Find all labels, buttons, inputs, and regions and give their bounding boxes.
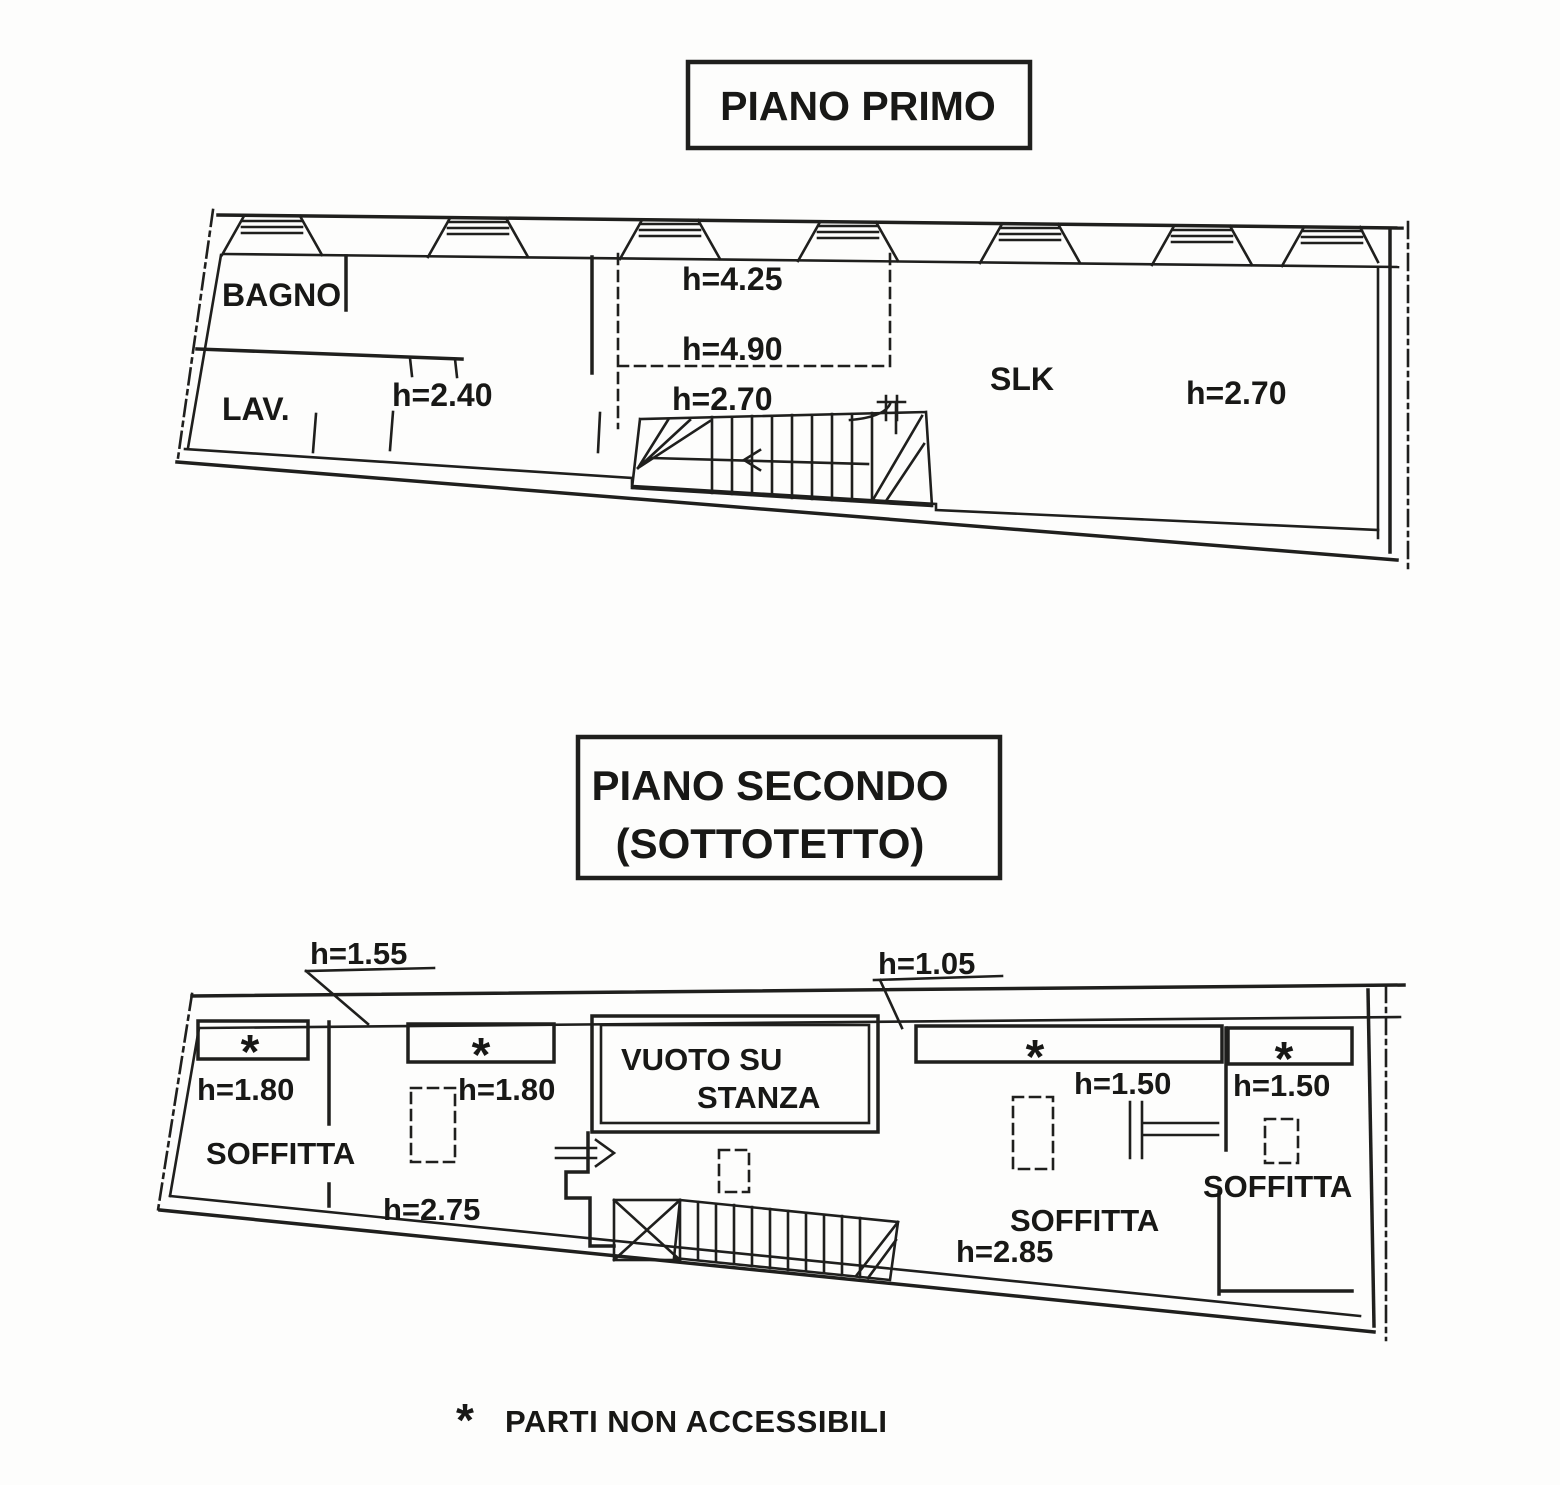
stair-treads [696, 1200, 862, 1279]
height-label: h=1.50 [1233, 1068, 1330, 1103]
floor1-bottom-wall-inner [183, 447, 1380, 532]
non-accessible-star: * [1275, 1033, 1294, 1086]
room-label-slk: SLK [990, 361, 1054, 397]
floor1-title-border [685, 59, 1033, 151]
stair-walkline [650, 456, 870, 466]
steel-beam-symbol [1128, 1100, 1220, 1160]
floor1-top-wall-outer [216, 213, 1404, 230]
window-bay [1150, 224, 1254, 267]
floor1-title-box: PIANO PRIMO [685, 59, 1033, 151]
stair-landing-cross [612, 1198, 682, 1262]
stair-step-wall [564, 1131, 616, 1248]
height-label: h=2.85 [956, 1234, 1053, 1269]
room-label-vuoto-line1: VUOTO SU [621, 1042, 782, 1077]
bagno-lav-separator-wall [195, 347, 464, 361]
legend: * PARTI NON ACCESSIBILI [456, 1394, 887, 1446]
stair-turn-winders [872, 414, 926, 503]
floor1-staircase [630, 394, 934, 508]
stair-outline [630, 410, 934, 508]
non-accessible-niche [1226, 1026, 1354, 1066]
room-label-soffitta: SOFFITTA [1010, 1203, 1159, 1238]
floor2-staircase [612, 1198, 900, 1282]
room-label-bagno: BAGNO [222, 277, 341, 313]
floor2-title-border [575, 734, 1003, 881]
floor1-bottom-wall-outer [175, 460, 1399, 562]
stair-turn-winders [854, 1220, 900, 1280]
floor2-top-wall-inner [199, 1015, 1402, 1030]
legend-text: PARTI NON ACCESSIBILI [505, 1404, 888, 1439]
floor2-title-line1: PIANO SECONDO [591, 762, 948, 809]
height-label: h=1.80 [197, 1072, 294, 1107]
height-label: h=1.80 [458, 1072, 555, 1107]
dashed-flue [717, 1148, 751, 1194]
height-label: h=2.75 [383, 1192, 480, 1227]
stair-treads [710, 411, 874, 504]
stair-outline [672, 1198, 900, 1282]
height-label: h=4.25 [682, 261, 783, 297]
door-jambs [408, 356, 459, 379]
floor2-bottom-wall-inner [168, 1194, 1362, 1318]
floor2-left-wall [168, 1026, 201, 1198]
floor1-title: PIANO PRIMO [720, 83, 996, 129]
height-label: h=4.90 [682, 331, 783, 367]
window-bay [426, 216, 530, 259]
non-accessible-niche [196, 1019, 310, 1061]
vuoto-room-inner-wall [599, 1023, 871, 1125]
stair-landing-box [612, 1198, 682, 1262]
window-bay [1280, 225, 1380, 268]
floor1-top-wall-inner [222, 252, 1400, 269]
floor1-left-wall [186, 253, 223, 450]
floor2-top-wall-outer [190, 983, 1406, 998]
room-label-lav: LAV. [222, 391, 290, 427]
window-bay [618, 218, 722, 261]
window-bay [796, 220, 900, 263]
stair-entry-arrow [554, 1138, 617, 1168]
height-label: h=2.70 [1186, 375, 1287, 411]
non-accessible-star: * [1026, 1031, 1045, 1084]
dashed-flue [1263, 1117, 1300, 1165]
floor2-title-line2: (SOTTOTETTO) [616, 820, 925, 867]
dashed-flue [1011, 1095, 1055, 1171]
non-accessible-star: * [472, 1029, 491, 1082]
non-accessible-star: * [241, 1026, 260, 1079]
height-label: h=2.40 [392, 377, 493, 413]
non-accessible-niche [406, 1022, 556, 1064]
double-height-dashed-zone [616, 252, 892, 430]
leader-line-h105 [872, 974, 1004, 1030]
floor2-left-boundary-dashdot [156, 992, 194, 1212]
floor2-title-box: PIANO SECONDO (SOTTOTETTO) [575, 734, 1003, 881]
floor2-right-wall [1366, 988, 1376, 1328]
height-label: h=1.05 [878, 946, 975, 981]
floor1-plan: BAGNO LAV. h=2.40 h=4.25 h=4.90 h=2.70 S… [175, 208, 1410, 572]
room-label-soffitta: SOFFITTA [1203, 1169, 1352, 1204]
leader-line-h155 [304, 966, 436, 1026]
height-label: h=1.50 [1074, 1066, 1171, 1101]
stair-winders [636, 418, 712, 470]
window-bay [220, 214, 324, 257]
dashed-flue [409, 1086, 457, 1164]
height-label: h=2.70 [672, 381, 773, 417]
room-label-soffitta: SOFFITTA [206, 1136, 355, 1171]
legend-star: * [456, 1394, 474, 1446]
far-right-room-walls [1217, 1190, 1354, 1296]
stair-rail-post [876, 394, 907, 422]
window-bay [978, 222, 1082, 265]
floor1-left-boundary-dashdot [176, 208, 215, 460]
door-jambs [311, 410, 395, 454]
stair-direction-arrow [741, 448, 762, 472]
floor2-bottom-wall-outer [158, 1208, 1376, 1334]
non-accessible-niche [914, 1024, 1224, 1064]
vuoto-room-outer-wall [590, 1014, 880, 1134]
stair-handrail-curve [848, 402, 892, 422]
floor2-plan: h=1.55 h=1.05 * * * * h=1.80 h=1.80 h=1.… [156, 936, 1406, 1342]
room-label-vuoto-line2: STANZA [697, 1080, 820, 1115]
height-label: h=1.55 [310, 936, 407, 971]
